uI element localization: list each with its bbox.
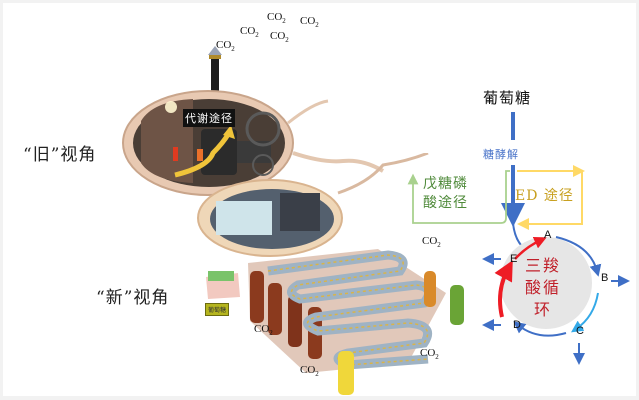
node-b: B <box>601 272 609 284</box>
metabolic-arrow <box>174 131 232 178</box>
monitor-screen <box>216 201 272 235</box>
co2-label: CO2 <box>240 25 259 40</box>
chimney <box>211 57 219 91</box>
node-a: A <box>544 229 552 241</box>
co2-label: CO2 <box>270 30 289 45</box>
co2-label: CO2 <box>267 11 286 26</box>
arc-e-a <box>514 236 547 260</box>
tank <box>250 271 264 323</box>
glucose-label: 葡萄糖 <box>483 89 532 107</box>
co2-label: CO2 <box>216 39 235 54</box>
node-c: C <box>576 325 584 337</box>
co2-label: CO2 <box>420 347 439 362</box>
pentose-phosphate-label: 戊糖磷 酸途径 <box>423 175 468 213</box>
ppp-arrow <box>407 170 510 224</box>
ed-pathway-label: ED 途径 <box>515 188 574 204</box>
glucose-box-label: 葡萄糖 <box>205 303 230 316</box>
co2-label: CO2 <box>300 364 319 379</box>
co2-label: CO2 <box>300 15 319 30</box>
metabolic-pathway-label: 代谢途径 <box>183 109 235 127</box>
co2-label: CO2 <box>422 235 441 250</box>
arc-d-e <box>494 260 513 318</box>
node-e: E <box>510 253 518 265</box>
old-view-label: “旧”视角 <box>23 145 97 165</box>
tca-line-2: 酸循 <box>525 278 562 297</box>
arc-a-b <box>555 236 602 277</box>
ed-arrow-return <box>517 171 583 230</box>
node-d: D <box>513 319 521 331</box>
ppp-line-2: 酸途径 <box>423 195 468 211</box>
glycolysis-label: 糖酵解 <box>483 148 519 161</box>
arc-b-c <box>571 292 599 333</box>
old-view-cell-illustration <box>122 46 385 196</box>
co2-label: CO2 <box>254 323 273 338</box>
tca-line-3: 环 <box>534 300 553 319</box>
tca-line-1: 三羧 <box>525 256 562 275</box>
ppp-line-1: 戊糖磷 <box>423 176 468 192</box>
pathway-diagram <box>407 112 630 365</box>
slide: 代谢途径 葡萄糖 CO2 CO2 CO2 CO2 CO2 CO2 CO2 CO2… <box>3 3 636 396</box>
tca-cycle-label: 三羧 酸循 环 <box>525 255 561 321</box>
new-view-label: “新”视角 <box>96 288 170 308</box>
new-view-factory-illustration <box>197 153 464 395</box>
chimney-cap <box>208 46 222 55</box>
arc-c-d <box>513 321 567 337</box>
tca-circle <box>500 237 592 329</box>
